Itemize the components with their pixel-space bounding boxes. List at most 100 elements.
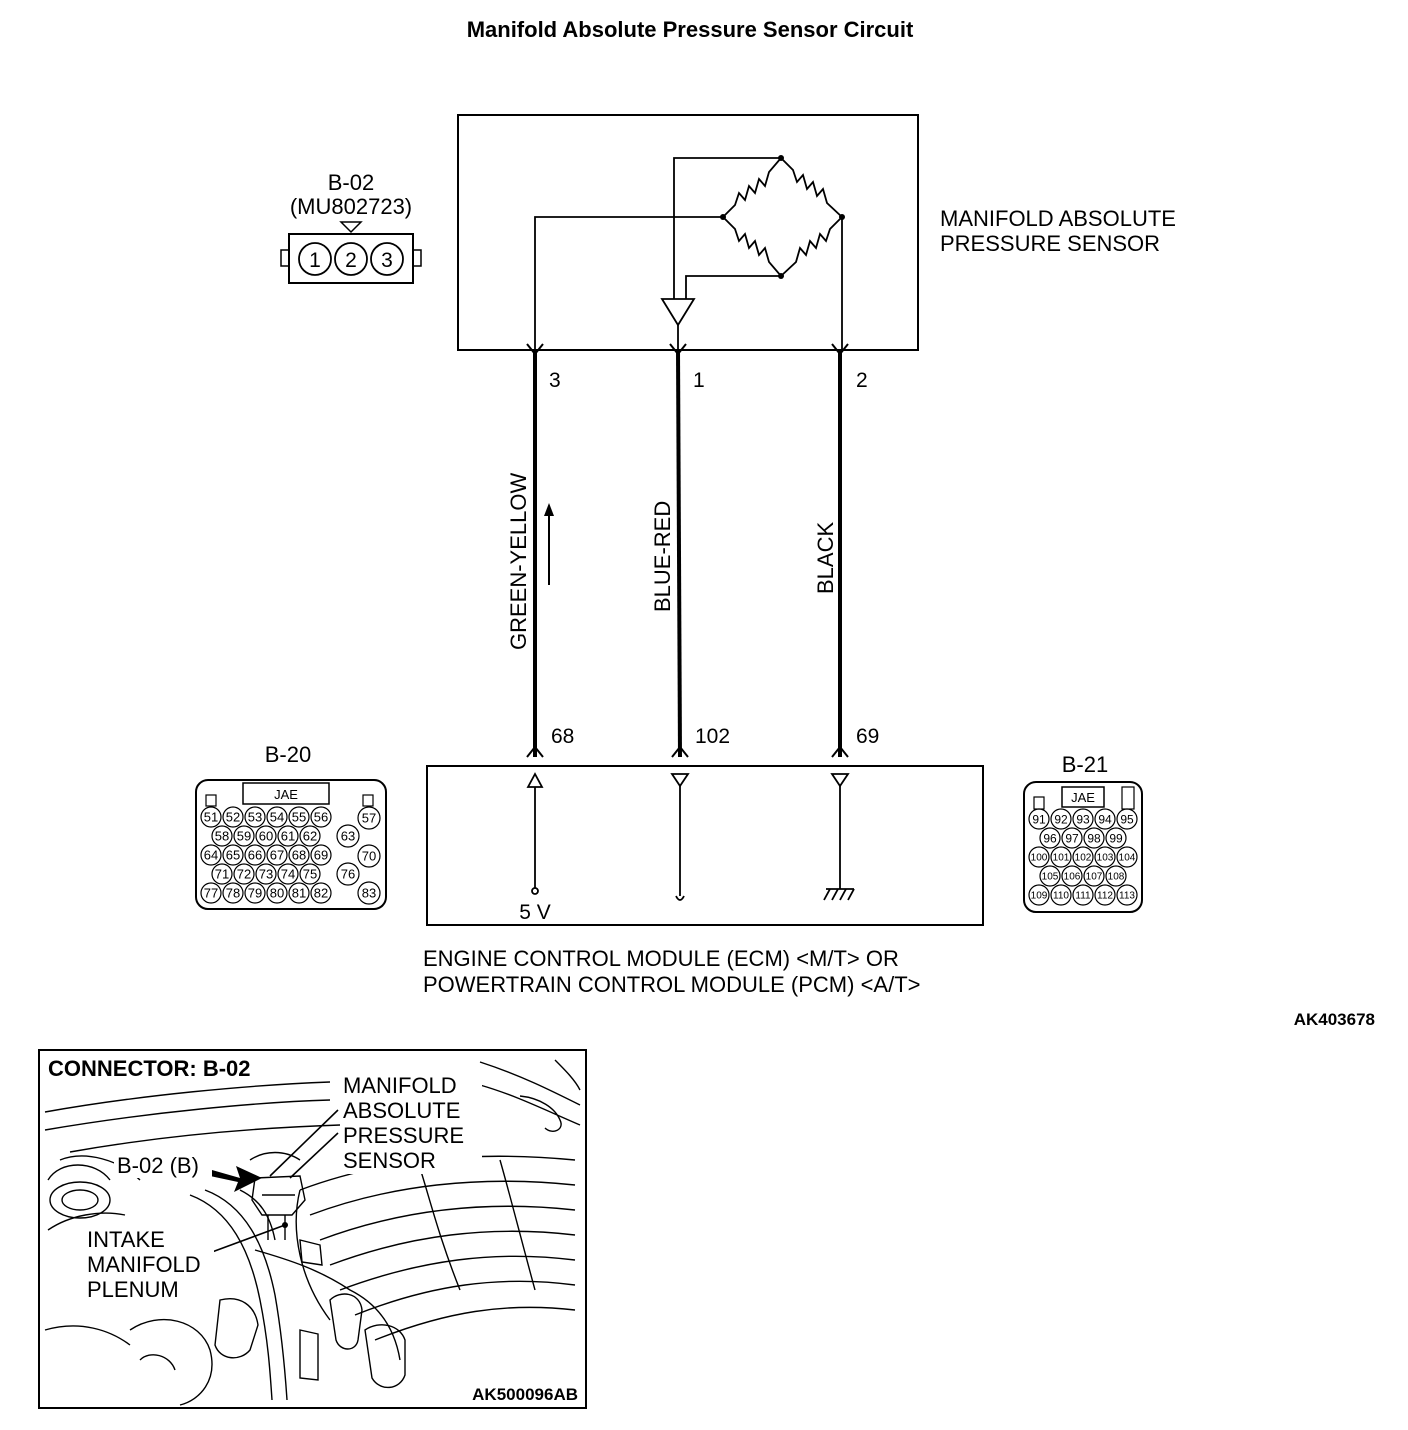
- b20-pin-label: 69: [314, 848, 328, 863]
- b20-pin-label: 57: [362, 811, 376, 826]
- b21-pin: [1039, 865, 1061, 887]
- inset-plenum-label: INTAKE: [87, 1227, 165, 1252]
- wire-blue-red: [676, 349, 682, 758]
- b20-pin: [244, 806, 266, 828]
- b21-pin: [1094, 884, 1116, 906]
- inset-figure-code: AK500096AB: [472, 1385, 578, 1404]
- bridge-node: [839, 214, 845, 220]
- b20-pin-label: 82: [314, 886, 328, 901]
- b21-pin: [1039, 827, 1061, 849]
- b21-pin: [1105, 865, 1127, 887]
- b20-pin-label: 62: [303, 829, 317, 844]
- connector-chevron-icon: [526, 343, 544, 356]
- b21-connector-id: B-21: [1062, 752, 1108, 777]
- figure-code: AK403678: [1294, 1010, 1375, 1029]
- b20-pin-label: 72: [237, 867, 251, 882]
- b20-pin: [357, 806, 381, 830]
- b20-pin-label: 58: [215, 829, 229, 844]
- ground-triangle-icon: [830, 773, 850, 788]
- b02-pin-2: [334, 242, 368, 276]
- b20-pin: [200, 806, 222, 828]
- b20-pin: [310, 882, 332, 904]
- b02-connector-id: B-02: [328, 170, 374, 195]
- b20-connector-id: B-20: [265, 742, 311, 767]
- b21-latch: [1033, 796, 1045, 810]
- b20-pin: [233, 863, 255, 885]
- connector-chevron-icon: [831, 745, 849, 758]
- connector-pointer-arrow-icon: [210, 1166, 262, 1192]
- b20-pin-label: 77: [204, 886, 218, 901]
- sensor-callout-leader: [289, 1132, 339, 1179]
- module-pin-number: 102: [695, 725, 730, 748]
- engine-bay-illustration: [44, 1059, 581, 1406]
- b20-pin-label: 63: [341, 829, 355, 844]
- harness-wires: [526, 343, 849, 758]
- b20-latch: [362, 794, 374, 807]
- bridge-supply-line: [534, 216, 723, 350]
- b21-pin: [1028, 808, 1050, 830]
- ground-hatch: [839, 888, 847, 901]
- module-label-line2: POWERTRAIN CONTROL MODULE (PCM) <A/T>: [423, 972, 921, 997]
- b21-pin: [1116, 884, 1138, 906]
- wire-color-label: BLUE-RED: [650, 501, 675, 612]
- b02-pin-1: [298, 242, 332, 276]
- b20-pin: [336, 862, 360, 886]
- b20-pin: [288, 806, 310, 828]
- b21-pin: [1116, 808, 1138, 830]
- b20-pin-label: 55: [292, 810, 306, 825]
- b20-latch: [205, 794, 217, 807]
- b21-pin: [1072, 808, 1094, 830]
- module-pin-number: 69: [856, 725, 879, 748]
- b02-latch-right: [412, 249, 422, 267]
- b20-pin-label: 61: [281, 829, 295, 844]
- inset-sensor-label: ABSOLUTE: [343, 1098, 460, 1123]
- b20-brand-label: JAE: [274, 787, 298, 802]
- inset-title: CONNECTOR: B-02: [48, 1056, 251, 1081]
- b20-pin: [310, 806, 332, 828]
- b21-pin: [1072, 846, 1094, 868]
- b20-pin: [357, 881, 381, 905]
- b21-pin: [1094, 808, 1116, 830]
- connector-chevron-icon: [831, 343, 849, 356]
- b20-pin-label: 68: [292, 848, 306, 863]
- connector-location-inset: CONNECTOR: B-02 MANIFOLD ABSOLUTE PRESSU…: [38, 1049, 587, 1409]
- b20-pin: [266, 806, 288, 828]
- b21-pin: [1028, 846, 1050, 868]
- b21-pin-label: 110: [1053, 891, 1069, 902]
- b02-pin-3: [370, 242, 404, 276]
- b21-pin-label: 104: [1119, 853, 1136, 864]
- inset-title-bg: [46, 1056, 278, 1082]
- module-internals: [526, 772, 855, 901]
- b20-pin: [255, 825, 277, 847]
- b20-pin-label: 71: [215, 867, 229, 882]
- b02-pin-label: 2: [345, 249, 357, 272]
- b02-latch-left: [280, 249, 290, 267]
- b20-pin-label: 73: [259, 867, 273, 882]
- b21-pin: [1105, 827, 1127, 849]
- amplifier-symbol: [660, 298, 696, 327]
- b20-pin: [244, 844, 266, 866]
- bridge-node: [778, 155, 784, 161]
- inset-sensor-label: MANIFOLD: [343, 1073, 457, 1098]
- b21-pin-label: 107: [1086, 872, 1103, 883]
- b02-pin-label: 1: [309, 249, 321, 272]
- diagram-title: Manifold Absolute Pressure Sensor Circui…: [467, 17, 914, 42]
- b20-pin: [222, 844, 244, 866]
- b21-pin-label: 96: [1043, 831, 1057, 845]
- b21-pin: [1072, 884, 1094, 906]
- b20-pin: [211, 863, 233, 885]
- b21-pin-label: 103: [1097, 853, 1114, 864]
- ground-hatch: [831, 888, 839, 901]
- bridge-bottom-line: [685, 275, 781, 299]
- plenum-label-bg: [84, 1228, 214, 1302]
- inset-sensor-label: PRESSURE: [343, 1123, 464, 1148]
- bridge-top-line: [673, 157, 781, 299]
- b20-pin-label: 78: [226, 886, 240, 901]
- b21-pin-label: 95: [1120, 812, 1134, 826]
- resistor-bottom-right: [780, 216, 843, 277]
- connector-chevron-icon: [526, 745, 544, 758]
